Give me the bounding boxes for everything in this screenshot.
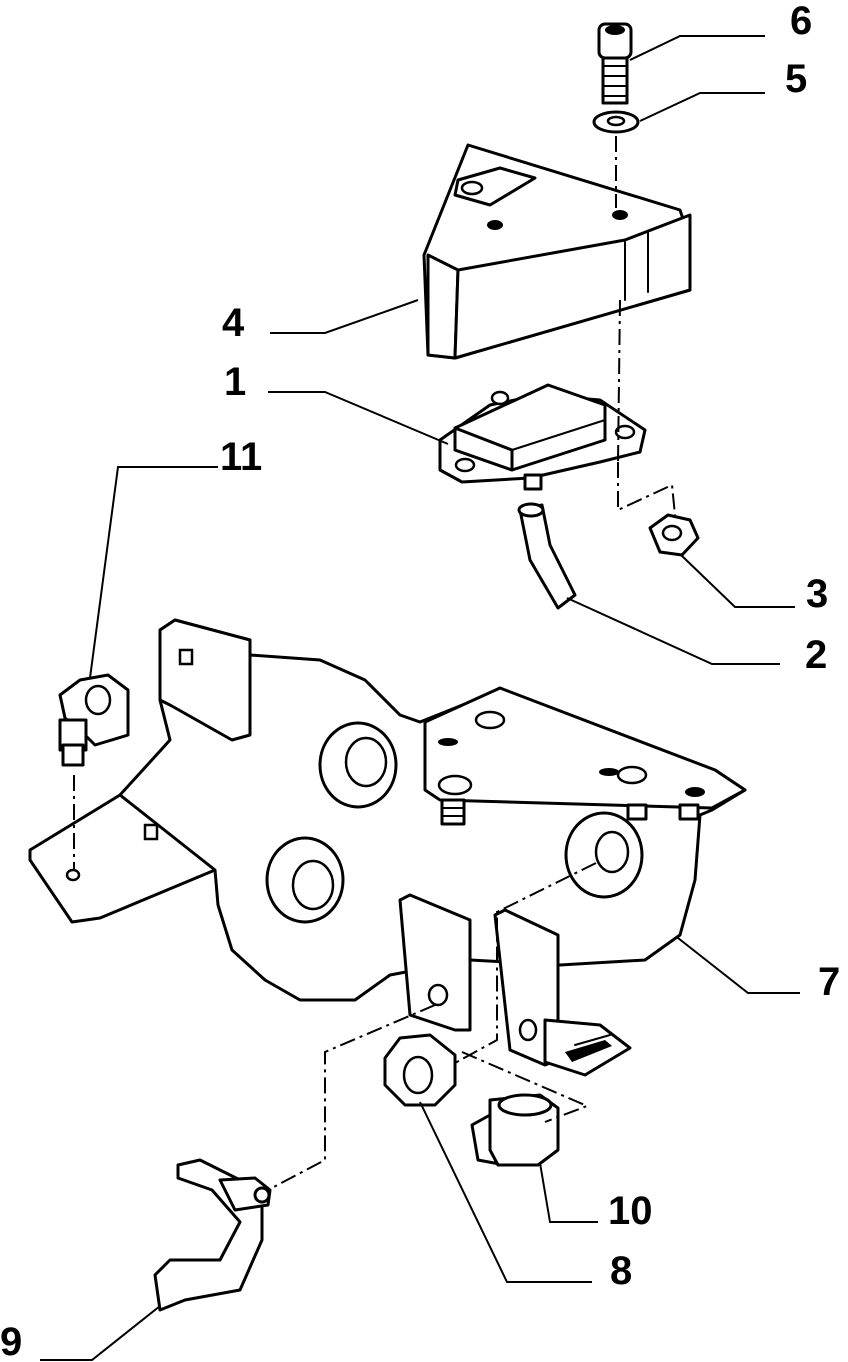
part-1-regulator-module [438, 383, 647, 491]
callout-4: 4 [222, 301, 245, 345]
part-10-bush [470, 1093, 560, 1167]
part-4-cover [422, 143, 692, 360]
callout-10: 10 [608, 1189, 653, 1233]
part-7-mounting-bracket [28, 618, 747, 1077]
assembly-axes [73, 136, 676, 1191]
callout-6: 6 [790, 0, 812, 43]
callout-9: 9 [0, 1320, 22, 1362]
part-8-nut [383, 1033, 457, 1107]
part-5-washer [592, 110, 640, 134]
callout-2: 2 [805, 633, 827, 677]
callout-1: 1 [224, 360, 246, 404]
callout-11: 11 [220, 435, 262, 479]
part-3-nut [648, 513, 700, 557]
leader-lines [40, 35, 800, 1361]
part-6-bolt [597, 22, 633, 105]
callout-5: 5 [785, 57, 807, 101]
callout-3: 3 [806, 572, 828, 616]
part-9-clip [153, 1158, 272, 1312]
part-11-clamp [58, 673, 130, 767]
callout-7: 7 [818, 960, 840, 1004]
callout-8: 8 [610, 1249, 632, 1293]
part-2-hose [517, 502, 577, 610]
